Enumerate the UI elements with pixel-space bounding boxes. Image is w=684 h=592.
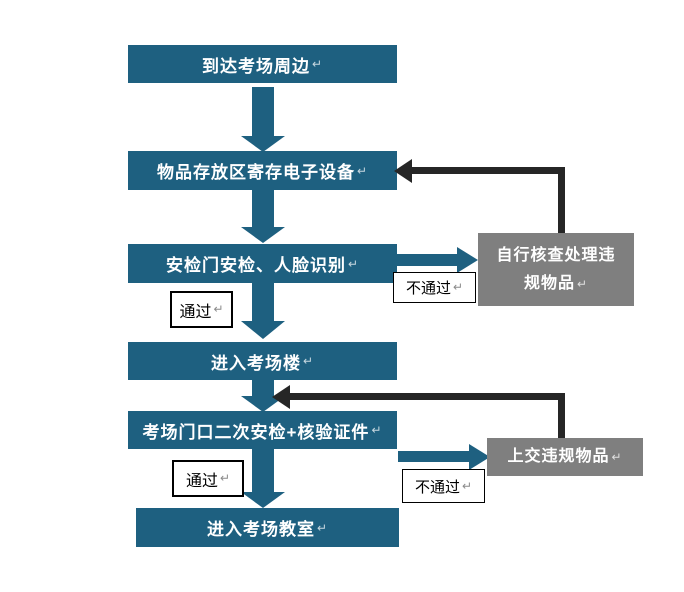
edge-label-pass-1: 通过↵ — [170, 291, 233, 328]
node-label: 进入考场教室 — [206, 520, 315, 539]
fail-arrow-2-shaft — [398, 451, 469, 462]
down-arrow-4-shaft — [252, 380, 274, 397]
down-arrow-2-shaft — [252, 190, 274, 228]
loop-arrow-1-head — [394, 159, 412, 183]
loop-arrow-2-vertical — [558, 393, 565, 438]
edge-label-text: 不通过 — [414, 479, 460, 496]
node-store-devices: 物品存放区寄存电子设备↵ — [128, 151, 397, 190]
fail-arrow-2-head — [469, 444, 490, 470]
return-mark-icon: ↵ — [611, 450, 623, 464]
return-mark-icon: ↵ — [219, 471, 231, 485]
node-arrive-exam-area: 到达考场周边↵ — [128, 45, 397, 83]
edge-label-text: 通过 — [185, 472, 218, 490]
edge-label-pass-2: 通过↵ — [172, 460, 244, 497]
down-arrow-3-shaft — [252, 283, 274, 322]
down-arrow-1-head — [241, 136, 285, 152]
node-label: 进入考场楼 — [210, 353, 301, 373]
return-mark-icon: ↵ — [452, 280, 464, 294]
node-security-gate-face-id: 安检门安检、人脸识别↵ — [128, 244, 397, 283]
edge-label-text: 通过 — [179, 303, 212, 321]
side-node-self-check-items: 自行核查处理违规物品↵ — [478, 233, 634, 306]
node-enter-exam-building: 进入考场楼↵ — [128, 342, 397, 380]
node-label: 考场门口二次安检+核验证件 — [142, 422, 370, 442]
node-enter-exam-classroom: 进入考场教室↵ — [136, 508, 399, 547]
return-mark-icon: ↵ — [356, 163, 369, 178]
fail-arrow-1-shaft — [397, 254, 457, 266]
return-mark-icon: ↵ — [213, 302, 224, 316]
node-label: 物品存放区寄存电子设备 — [156, 163, 355, 182]
edge-label-fail-2: 不通过↵ — [402, 469, 485, 503]
return-mark-icon: ↵ — [347, 256, 360, 271]
down-arrow-5-head — [241, 492, 285, 508]
side-node-label: 上交违规物品↵ — [507, 448, 623, 465]
side-node-hand-over-items: 上交违规物品↵ — [487, 438, 643, 476]
return-mark-icon: ↵ — [311, 57, 324, 71]
loop-arrow-2-horizontal — [289, 393, 565, 400]
return-mark-icon: ↵ — [461, 478, 473, 493]
return-mark-icon: ↵ — [576, 276, 589, 291]
return-mark-icon: ↵ — [371, 423, 383, 437]
down-arrow-3-head — [241, 321, 285, 339]
edge-label-text: 不通过 — [405, 281, 451, 297]
fail-arrow-1-head — [457, 247, 478, 273]
return-mark-icon: ↵ — [302, 354, 315, 368]
down-arrow-2-head — [241, 227, 285, 243]
loop-arrow-1-horizontal — [410, 167, 565, 174]
return-mark-icon: ↵ — [316, 520, 329, 535]
down-arrow-5-shaft — [252, 449, 274, 493]
node-label: 安检门安检、人脸识别 — [165, 256, 346, 275]
loop-arrow-2-head — [272, 385, 290, 409]
down-arrow-1-shaft — [252, 87, 274, 137]
node-second-security-check: 考场门口二次安检+核验证件↵ — [128, 411, 397, 449]
loop-arrow-1-vertical — [558, 171, 565, 233]
node-label: 到达考场周边 — [201, 56, 310, 76]
side-node-label: 自行核查处理违规物品↵ — [496, 246, 616, 292]
edge-label-fail-1: 不通过↵ — [393, 272, 476, 303]
